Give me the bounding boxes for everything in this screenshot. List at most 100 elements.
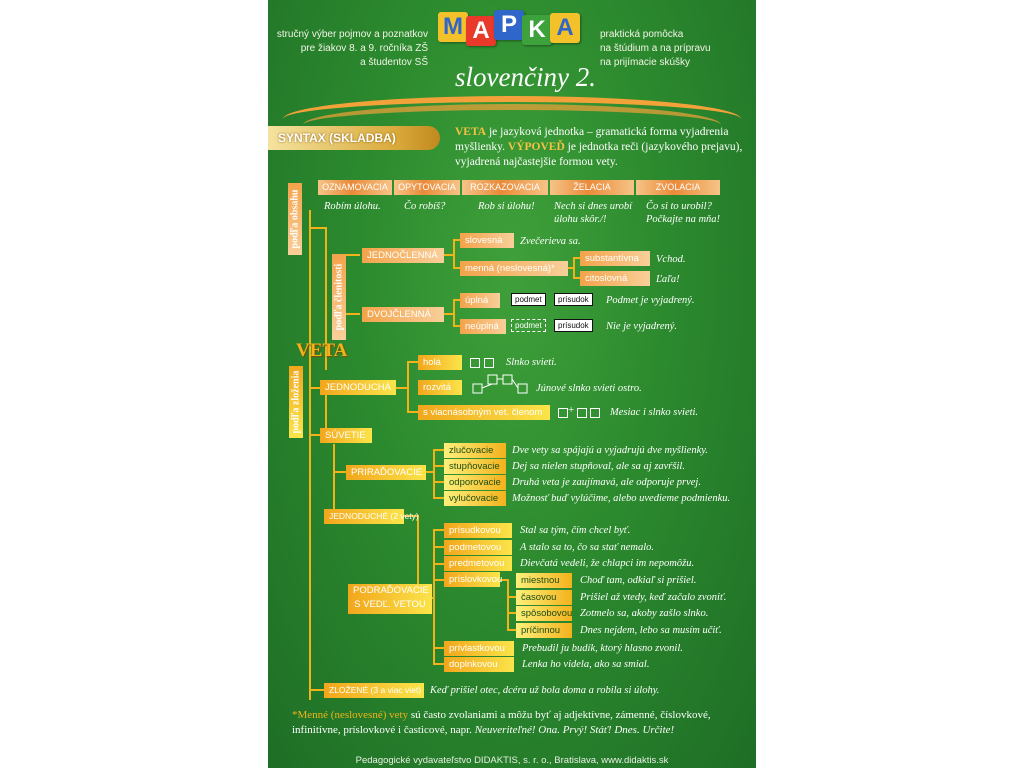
example-opytovacia: Čo robíš?	[404, 201, 446, 212]
intro-text: VETA je jazyková jednotka – gramatická f…	[455, 125, 747, 170]
example-zlucovacie: Dve vety sa spájajú a vyjadrujú dve myšl…	[512, 445, 708, 456]
box-jednoduche-suvetie: JEDNODUCHÉ (2 vety)	[324, 509, 419, 524]
footnote-examples: Neuveriteľné! Ona. Prvý! Stáť! Dnes. Urč…	[474, 724, 675, 736]
example-zelacia: Nech si dnes urobí úlohu skôr./!	[554, 201, 633, 225]
label-podla-obsahu: podľa obsahu	[288, 183, 302, 255]
example-stupnovacie: Dej sa nielen stupňoval, ale sa aj zavŕš…	[512, 461, 685, 472]
diagram-podmet: podmet	[511, 293, 546, 306]
box-jednoclenna: JEDNOČLENNÁ	[362, 248, 444, 263]
header-left-line: a študentov SŠ	[360, 57, 428, 68]
box-pricinnou: príčinnou	[516, 623, 572, 638]
box-citoslovna: citoslovná	[580, 271, 650, 286]
example-rozkazovacia: Rob si úlohu!	[478, 201, 535, 212]
logo-letter: A	[466, 16, 496, 46]
box-rozvita: rozvitá	[418, 380, 462, 395]
tab-opytovacia: OPYTOVACIA	[394, 180, 460, 195]
box-suvetie: SÚVETIE	[320, 428, 372, 443]
footnote-text: sú často zvolaniami a môžu byť aj adjekt…	[292, 709, 711, 736]
example-miestnou: Choď tam, odkiaľ si prišiel.	[580, 575, 697, 586]
intro-veta: VETA	[455, 126, 487, 138]
example-zlozene: Keď prišiel otec, dcéra už bola doma a r…	[430, 685, 660, 696]
box-prisudkovou: prísudkovou	[444, 523, 512, 538]
box-menna: menná (neslovesná)*	[460, 261, 568, 276]
label-podla-zlozenia-text: podľa zloženia	[290, 370, 302, 434]
box-prislovkovou: príslovkovou	[444, 572, 502, 587]
box-predmetovou: predmetovou	[444, 556, 512, 571]
box-vylucovacie: vylučovacie	[444, 491, 506, 506]
subtitle: slovenčiny 2.	[455, 62, 596, 92]
label-podla-obsahu-text: podľa obsahu	[289, 189, 301, 249]
diagram-prisudok-2: prísudok	[554, 319, 593, 332]
example-uplna: Podmet je vyjadrený.	[606, 295, 695, 306]
box-privlastkovou: prívlastkovou	[444, 641, 514, 656]
example-predmetovou: Dievčatá vedeli, že chlapci im nepomôžu.	[520, 558, 695, 569]
box-stupnovacie: stupňovacie	[444, 459, 506, 474]
box-hola: holá	[418, 355, 462, 370]
diagram-prisudok: prísudok	[554, 293, 593, 306]
box-casovou: časovou	[516, 590, 572, 605]
plus-icon: +	[568, 404, 575, 416]
example-oznamovacia: Robím úlohu.	[324, 201, 381, 212]
logo-letter: K	[522, 15, 552, 45]
example-zvolacia: Čo si to urobil? Počkajte na mňa!	[646, 201, 721, 225]
header-right: praktická pomôcka na štúdium a na prípra…	[600, 28, 750, 70]
header-right-line: praktická pomôcka	[600, 29, 684, 40]
tab-oznamovacia: OZNAMOVACIA	[318, 180, 392, 195]
box-viacnasobny: s viacnásobným vet. členom	[418, 405, 550, 420]
section-title: SYNTAX (SKLADBA)	[268, 126, 440, 150]
logo-letter: P	[494, 10, 524, 40]
diagram-square	[558, 408, 568, 418]
example-citoslovna: Ľaľa!	[656, 274, 680, 285]
example-casovou: Prišiel až vtedy, keď začalo zvoniť.	[580, 592, 727, 603]
tab-zelacia: ŽELACIA	[550, 180, 634, 195]
box-odporovacie: odporovacie	[444, 475, 506, 490]
example-podmetovou: A stalo sa to, čo sa stať nemalo.	[520, 542, 655, 553]
box-zlucovacie: zlučovacie	[444, 443, 506, 458]
tab-rozkazovacia: ROZKAZOVACIA	[462, 180, 548, 195]
decor-arc	[303, 104, 721, 146]
footnote: *Menné (neslovesné) vety sú často zvolan…	[292, 708, 742, 738]
box-podradovacie-line2: S VEDĽ. VETOU	[354, 599, 426, 610]
diagram-square	[590, 408, 600, 418]
example-vylucovacie: Možnosť buď vylúčime, alebo uvedieme pod…	[512, 493, 731, 504]
label-podla-clenitosti-text: podľa členitosti	[333, 263, 345, 331]
diagram-podmet-dashed: podmet	[511, 319, 546, 332]
box-sposobovou: spôsobovou	[516, 606, 572, 621]
diagram-square	[470, 358, 480, 368]
example-odporovacie: Druhá veta je zaujímavá, ale odporuje pr…	[512, 477, 701, 488]
box-neuplna: neúplná	[460, 319, 506, 334]
example-slovesna: Zvečerieva sa.	[520, 236, 581, 247]
example-pricinnou: Dnes nejdem, lebo sa musím učiť.	[580, 625, 722, 636]
box-podradovacie: PODRAĎOVACIE S VEDĽ. VETOU	[348, 584, 432, 614]
veta-label: VETA	[296, 340, 348, 361]
decor-arc	[283, 96, 741, 142]
box-priradovacie: PRIRAĎOVACIE	[346, 465, 426, 480]
example-substantivna: Vchod.	[656, 254, 686, 265]
footer-publisher: Pedagogické vydavateľstvo DIDAKTIS, s. r…	[355, 755, 669, 766]
box-podmetovou: podmetovou	[444, 540, 512, 555]
label-podla-zlozenia: podľa zloženia	[289, 366, 303, 438]
diagram-rozvita	[472, 374, 528, 394]
diagram-square	[484, 358, 494, 368]
label-podla-clenitosti: podľa členitosti	[332, 254, 346, 340]
tab-zvolacia: ZVOLACIA	[636, 180, 720, 195]
box-jednoducha: JEDNODUCHÁ	[320, 380, 396, 395]
example-rozvita: Júnové slnko svieti ostro.	[536, 383, 642, 394]
header-left: stručný výber pojmov a poznatkov pre žia…	[276, 28, 428, 70]
example-doplnkovou: Lenka ho videla, ako sa smial.	[522, 659, 650, 670]
example-prisudkovou: Stal sa tým, čím chcel byť.	[520, 525, 631, 536]
logo-letter: M	[438, 12, 468, 42]
box-zlozene: ZLOŽENÉ (3 a viac viet)	[324, 683, 424, 698]
header-right-line: na štúdium a na prípravu	[600, 43, 711, 54]
diagram-square	[577, 408, 587, 418]
box-doplnkovou: doplnkovou	[444, 657, 514, 672]
box-miestnou: miestnou	[516, 573, 572, 588]
intro-veta-def: je jazyková jednotka – gramatická forma …	[455, 126, 729, 153]
box-dvojclenna: DVOJČLENNÁ	[362, 307, 444, 322]
example-sposobovou: Zotmelo sa, akoby zašlo slnko.	[580, 608, 709, 619]
box-slovesna: slovesná	[460, 233, 514, 248]
box-uplna: úplná	[460, 293, 500, 308]
example-hola: Slnko svieti.	[506, 357, 557, 368]
intro-vypoved: VÝPOVEĎ	[507, 141, 565, 153]
header-left-line: pre žiakov 8. a 9. ročníka ZŠ	[300, 43, 428, 54]
